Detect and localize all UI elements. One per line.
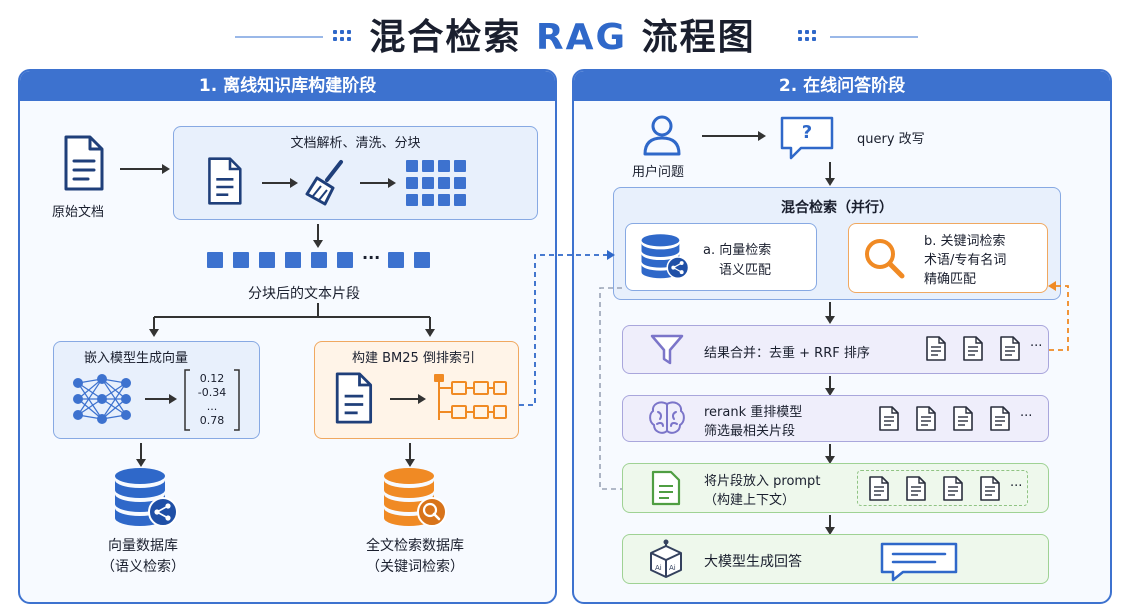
page-title: 混合检索 RAG 流程图 [369,17,756,58]
bm25-box-title: 构建 BM25 倒排索引 [352,351,475,366]
dashed-connector-prompt-feedback [599,287,622,490]
chunk-document-icon [869,476,889,501]
rerank-box [622,395,1049,442]
fulltext-db-label: 全文检索数据库 [366,538,464,554]
rerank-label: rerank 重排模型 [704,405,803,420]
arrow-right [145,394,177,404]
brain-icon [649,401,685,434]
chunk-document-icon [953,406,973,431]
prompt-chunks-frame [857,470,1028,506]
title-decoration-left [235,30,355,44]
vector-bracket [184,369,240,431]
chunk-document-icon [963,336,983,361]
vector-value-1: -0.34 [197,386,227,399]
document-icon [208,157,242,205]
vector-db-sublabel: （语义检索） [101,559,185,575]
arrow-right [360,178,396,188]
online-stage-header: 2. 在线问答阶段 [574,71,1110,101]
ai-cube-icon: Ai Ai [650,539,682,578]
hybrid-retrieval-title: 混合检索（并行） [781,200,893,216]
parse-box-title: 文档解析、清洗、分块 [290,136,421,151]
arrow-right [262,178,298,188]
document-icon [335,372,373,424]
prompt-doc-icon [651,470,681,506]
svg-text:Ai: Ai [669,564,676,572]
chunk-ellipsis: ··· [1030,339,1043,354]
svg-text:Ai: Ai [655,564,662,572]
user-icon [643,115,681,156]
chat-bubble-icon [880,542,958,582]
keyword-search-label: b. 关键词检索 [924,234,1006,249]
search-icon [865,239,905,279]
database-share-icon [115,468,178,527]
arrow-right [702,131,766,141]
vector-value-2: ... [206,400,218,413]
grid-icon [406,160,466,206]
split-arrows [149,303,435,337]
title-decoration-right [798,30,918,44]
question-mark: ? [801,122,813,143]
arrow-right [390,394,426,404]
chunks-ellipsis: ··· [362,248,381,267]
vector-search-sublabel: 语义匹配 [719,263,772,278]
offline-stage-header: 1. 离线知识库构建阶段 [20,71,555,101]
chunks-label: 分块后的文本片段 [248,286,360,302]
chunk-document-icon [1000,336,1020,361]
arrow-down [136,443,146,467]
funnel-icon [650,334,684,365]
database-search-icon [384,468,447,527]
llm-generate-box [622,534,1049,584]
chunk-ellipsis: ··· [1010,479,1023,494]
arrow-down [825,302,835,324]
dashed-connector-index-to-retrieval [519,250,615,406]
prompt-sublabel: （构建上下文） [704,493,796,508]
vector-search-label: a. 向量检索 [703,243,772,258]
chunk-ellipsis: ··· [1020,409,1033,424]
keyword-search-terms: 术语/专有名词 [924,253,1007,268]
dashed-connector-merge-feedback [1048,281,1069,351]
broom-icon [305,160,343,206]
vector-value-3: 0.78 [199,414,225,427]
neural-network-icon [73,374,131,424]
arrow-down [825,515,835,535]
arrow-down [825,162,835,186]
question-bubble-icon [780,116,834,160]
vector-value-0: 0.12 [199,372,225,385]
keyword-search-exact: 精确匹配 [924,272,977,287]
text-chunks-row [207,252,430,268]
raw-doc-label: 原始文档 [52,205,105,220]
database-share-icon [641,234,690,279]
chunk-document-icon [906,476,926,501]
arrow-down [405,443,415,467]
chunk-document-icon [980,476,1000,501]
arrow-right [120,164,170,174]
keyword-search-box [848,223,1048,293]
merge-label: 结果合并：去重 + RRF 排序 [704,346,870,361]
vector-db-label: 向量数据库 [108,538,178,554]
chunk-document-icon [943,476,963,501]
chunk-document-icon [916,406,936,431]
arrow-down [825,376,835,396]
query-rewrite-label: query 改写 [857,132,925,147]
arrow-down [313,224,323,248]
arrow-down [825,444,835,464]
embedding-box-title: 嵌入模型生成向量 [84,351,189,366]
chunk-document-icon [990,406,1010,431]
index-tree-icon [434,374,507,420]
prompt-context-box [622,463,1049,513]
chunk-document-icon [879,406,899,431]
generate-label: 大模型生成回答 [704,554,802,570]
chunk-document-icon [926,336,946,361]
rerank-sublabel: 筛选最相关片段 [704,424,796,439]
document-icon [64,135,104,191]
fulltext-db-sublabel: （关键词检索） [366,559,464,575]
user-question-label: 用户问题 [632,165,685,180]
prompt-label: 将片段放入 prompt [704,474,821,489]
vector-search-box [625,223,817,291]
